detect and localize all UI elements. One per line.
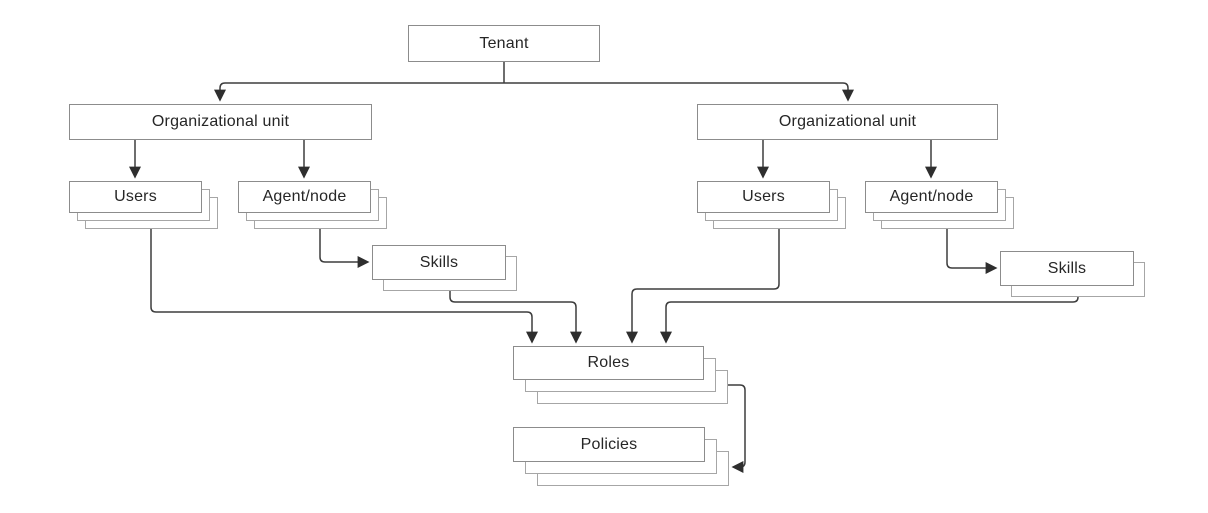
edge-usersleft-roles [150, 229, 538, 344]
node-users-left-label: Users [69, 181, 202, 213]
node-organizational-unit-left-label: Organizational unit [69, 104, 372, 140]
node-organizational-unit-right-label: Organizational unit [697, 104, 998, 140]
node-roles-label: Roles [513, 346, 704, 380]
node-users-left: Users [69, 181, 218, 229]
node-skills-left-label: Skills [372, 245, 506, 280]
edge-roles-policies [728, 384, 746, 473]
node-roles: Roles [513, 346, 728, 404]
node-agent-node-right-label: Agent/node [865, 181, 998, 213]
edge-skillsleft-roles [449, 291, 582, 344]
node-users-right: Users [697, 181, 846, 229]
edge-agentleft-skills [319, 229, 370, 268]
node-tenant: Tenant [408, 25, 600, 62]
node-skills-right: Skills [1000, 251, 1145, 297]
edge-tenant-ou-right [504, 82, 854, 102]
node-users-right-label: Users [697, 181, 830, 213]
node-agent-node-left-label: Agent/node [238, 181, 371, 213]
node-agent-node-right: Agent/node [865, 181, 1014, 229]
edge-tenant-ou-left [214, 82, 504, 102]
edge-agentright-skills [946, 229, 998, 274]
node-agent-node-left: Agent/node [238, 181, 387, 229]
node-skills-right-label: Skills [1000, 251, 1134, 286]
node-organizational-unit-left: Organizational unit [69, 104, 372, 140]
node-tenant-label: Tenant [408, 25, 600, 62]
edge-skillsright-roles [660, 296, 1079, 344]
node-policies: Policies [513, 427, 729, 486]
node-organizational-unit-right: Organizational unit [697, 104, 998, 140]
edge-usersright-roles [626, 229, 780, 344]
node-policies-label: Policies [513, 427, 705, 462]
node-skills-left: Skills [372, 245, 517, 291]
